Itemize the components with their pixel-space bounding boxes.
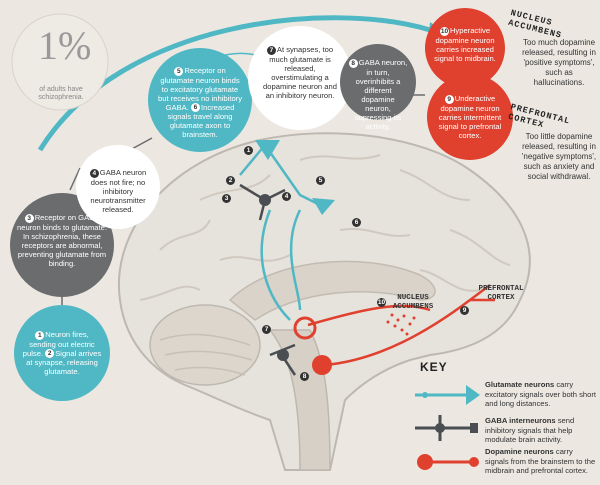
glutamate-neuron-top bbox=[255, 140, 280, 160]
key-dopamine-symbol bbox=[417, 454, 479, 470]
prefrontal-cortex-text: Too little dopamine released, resulting … bbox=[521, 132, 597, 181]
dopamine-neuron-upper bbox=[293, 316, 317, 340]
brain-marker-9: 9 bbox=[460, 306, 469, 315]
step-circle-3 bbox=[10, 193, 114, 297]
key-glutamate-symbol bbox=[415, 385, 480, 405]
stat-value: 1% bbox=[38, 23, 92, 68]
step-circle-5-6 bbox=[148, 48, 252, 152]
step-circle-8 bbox=[340, 44, 416, 120]
nucleus-accumbens-text: Too much dopamine released, resulting in… bbox=[522, 38, 596, 87]
gaba-neuron-lower bbox=[277, 349, 289, 361]
brain-marker-3: 3 bbox=[222, 194, 231, 203]
cerebellum bbox=[149, 304, 261, 386]
key-item-gaba: GABA interneurons send inhibitory signal… bbox=[485, 416, 575, 444]
gaba-neuron-body bbox=[259, 194, 271, 206]
brain-marker-1: 1 bbox=[244, 146, 253, 155]
brain-marker-10: 10 bbox=[377, 298, 386, 307]
dopamine-neurons bbox=[307, 284, 495, 367]
brain-label-prefrontal-cortex: PREFRONTAL CORTEX bbox=[478, 285, 524, 302]
dopamine-release-dots bbox=[386, 313, 416, 336]
brain-marker-7: 7 bbox=[262, 325, 271, 334]
step-circle-1-2 bbox=[14, 305, 110, 401]
brain-label-nucleus-accumbens: NUCLEUS ACCUMBENS bbox=[392, 294, 434, 311]
corpus-callosum bbox=[228, 260, 436, 321]
glutamate-neurons bbox=[239, 144, 321, 321]
brain-marker-2: 2 bbox=[226, 176, 235, 185]
brain-marker-4: 4 bbox=[282, 192, 291, 201]
brain-marker-5: 5 bbox=[316, 176, 325, 185]
key-item-glutamate: Glutamate neurons carry excitatory signa… bbox=[485, 380, 597, 408]
brain-marker-8: 8 bbox=[300, 372, 309, 381]
key-gaba-symbol bbox=[415, 415, 478, 441]
dopamine-neuron-lower bbox=[312, 355, 332, 375]
brain-marker-6: 6 bbox=[352, 218, 361, 227]
stat-circle bbox=[11, 13, 109, 111]
key-title: KEY bbox=[420, 360, 448, 374]
glutamate-neuron-right bbox=[312, 198, 335, 215]
step-circle-4 bbox=[76, 145, 160, 229]
key-item-dopamine: Dopamine neurons carry signals from the … bbox=[485, 447, 596, 475]
stat-caption: of adults have schizophrenia. bbox=[38, 86, 84, 101]
brain-folds bbox=[139, 154, 511, 301]
